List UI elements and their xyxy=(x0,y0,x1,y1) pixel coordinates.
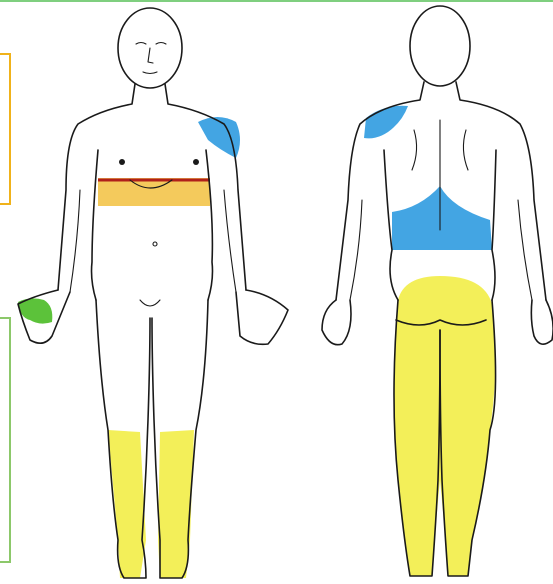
front-left-torso xyxy=(92,150,99,300)
back-right-torso xyxy=(492,150,496,300)
front-right-torso xyxy=(206,150,213,300)
back-right-arm-outer xyxy=(456,82,546,300)
front-figure xyxy=(18,8,288,578)
front-navel xyxy=(153,242,157,246)
front-left-nipple xyxy=(119,159,125,165)
front-left-arm-inner xyxy=(70,190,80,292)
back-shoulder-zone xyxy=(364,106,408,139)
front-eyes xyxy=(136,43,166,45)
front-nose xyxy=(148,48,153,63)
front-mouth xyxy=(143,72,157,74)
back-lower-back-zone xyxy=(392,186,492,250)
front-right-nipple xyxy=(193,159,199,165)
front-groin xyxy=(140,300,160,306)
back-left-arm-inner xyxy=(350,200,362,300)
back-right-hand xyxy=(531,300,553,344)
back-right-arm-inner xyxy=(518,200,532,300)
orange-bracket xyxy=(0,54,10,204)
back-head xyxy=(410,6,470,86)
back-figure xyxy=(322,6,553,576)
front-right-arm-inner xyxy=(224,190,236,292)
green-bracket xyxy=(0,318,10,562)
back-left-hand xyxy=(322,300,351,345)
front-chest-band xyxy=(98,178,210,206)
front-right-hand xyxy=(236,290,288,344)
